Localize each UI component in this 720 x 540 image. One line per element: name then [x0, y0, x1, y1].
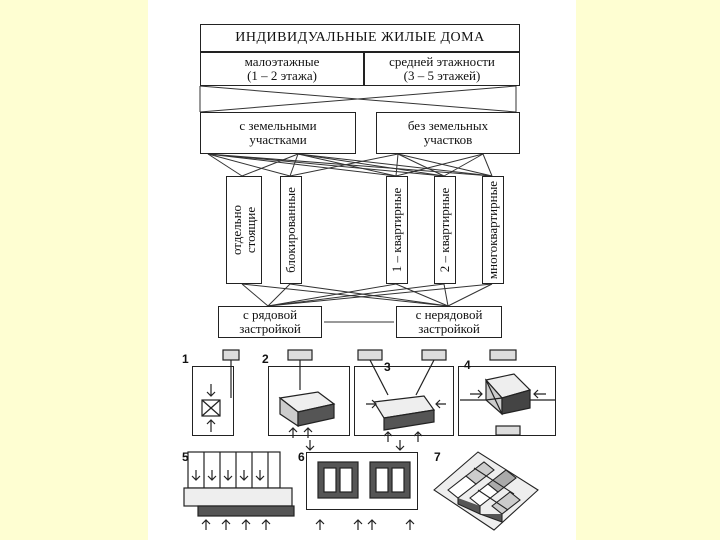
label-2: 2 — [262, 352, 269, 366]
label-7: 7 — [434, 450, 441, 464]
label-6: 6 — [298, 450, 305, 464]
title-text: ИНДИВИДУАЛЬНЫЕ ЖИЛЫЕ ДОМА — [235, 30, 485, 45]
floors-low-box: малоэтажные (1 – 2 этажа) — [200, 52, 364, 86]
panel-3 — [354, 366, 454, 436]
illustration-7 — [433, 451, 539, 531]
plots-without-text: без земельных участков — [407, 118, 489, 147]
type-multi-text: многоквартирные — [485, 180, 500, 280]
type-single-text: 1 – квартирные — [389, 187, 404, 273]
layout-row-text: с рядовой застройкой — [239, 307, 301, 336]
plots-with-box: с земельными участками — [200, 112, 356, 154]
type-box-single-apartment: 1 – квартирные — [386, 176, 408, 284]
label-1: 1 — [182, 352, 189, 366]
type-box-detached: отдельно стоящие — [226, 176, 262, 284]
type-box-multi-apartment: многоквартирные — [482, 176, 504, 284]
type-blocked-text: блокированные — [283, 187, 298, 273]
connector-lines — [183, 85, 556, 531]
diagram-title: ИНДИВИДУАЛЬНЫЕ ЖИЛЫЕ ДОМА — [200, 24, 520, 52]
panel-4 — [458, 366, 556, 436]
illustration-1 — [201, 349, 240, 432]
type-box-two-apartment: 2 – квартирные — [434, 176, 456, 284]
plots-without-box: без земельных участков — [376, 112, 520, 154]
illustration-6 — [305, 440, 415, 530]
illustration-2 — [278, 349, 336, 438]
type-detached-text: отдельно стоящие — [229, 204, 258, 256]
type-two-text: 2 – квартирные — [437, 187, 452, 273]
label-4: 4 — [464, 358, 471, 372]
type-box-blocked: блокированные — [280, 176, 302, 284]
panel-1 — [192, 366, 234, 436]
diagram-sheet: ИНДИВИДУАЛЬНЫЕ ЖИЛЫЕ ДОМА малоэтажные (1… — [148, 0, 576, 540]
illustration-4 — [460, 349, 556, 436]
layout-row-box: с рядовой застройкой — [218, 306, 322, 338]
floors-mid-box: средней этажности (3 – 5 этажей) — [364, 52, 520, 86]
plots-with-text: с земельными участками — [239, 118, 317, 147]
label-5: 5 — [182, 450, 189, 464]
label-3: 3 — [384, 360, 391, 374]
layout-nonrow-box: с нерядовой застройкой — [396, 306, 502, 338]
floors-low-text: малоэтажные (1 – 2 этажа) — [244, 54, 320, 83]
floors-mid-text: средней этажности (3 – 5 этажей) — [389, 54, 495, 83]
illustration-3 — [357, 349, 447, 442]
illustration-5 — [183, 451, 295, 530]
panel-6 — [306, 452, 418, 510]
layout-nonrow-text: с нерядовой застройкой — [415, 307, 483, 336]
panel-2 — [268, 366, 350, 436]
